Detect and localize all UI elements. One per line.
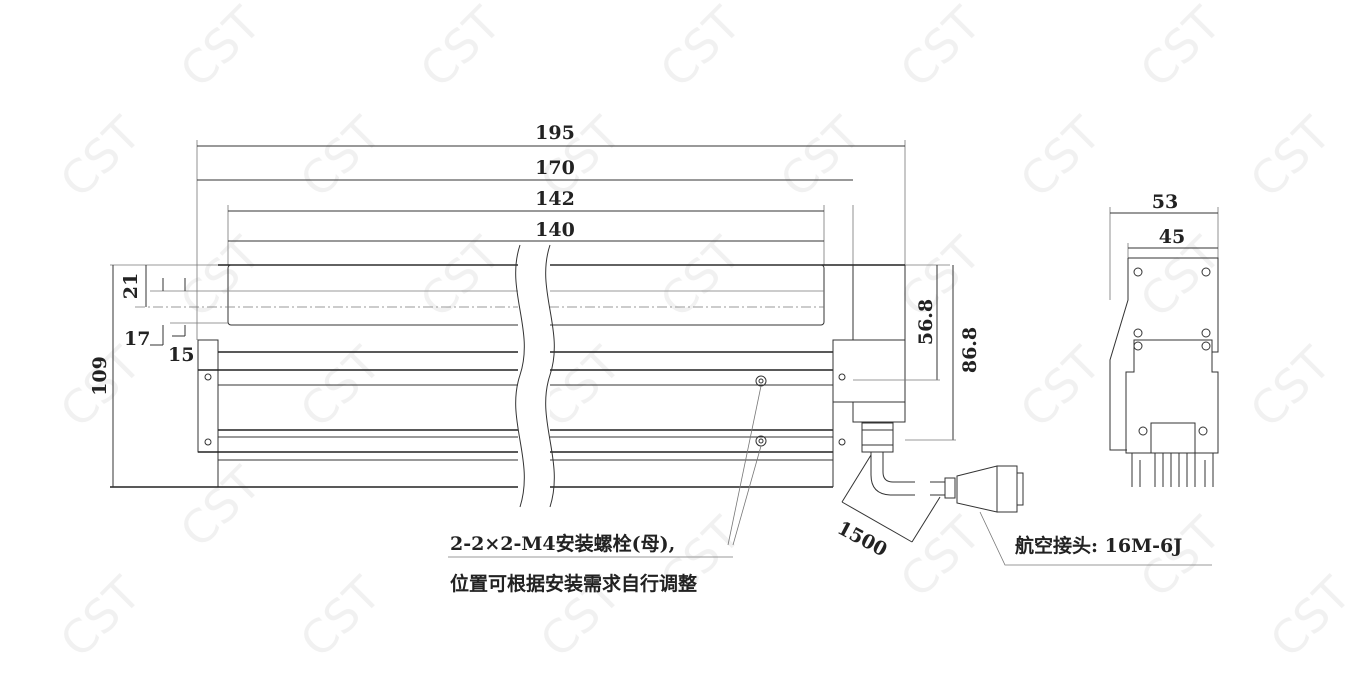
dim-45: 45 xyxy=(1159,226,1185,248)
dim-56-8: 56.8 xyxy=(915,299,937,345)
watermark: CST xyxy=(290,336,392,438)
watermark: CST xyxy=(50,106,152,208)
watermark: CST xyxy=(290,106,392,208)
aviation-plug-icon xyxy=(956,465,998,513)
watermark: CST xyxy=(1010,106,1112,208)
connector-label: 航空接头: 16M-6J xyxy=(1015,534,1182,557)
watermark: CST xyxy=(410,0,512,98)
watermark: CST xyxy=(1010,336,1112,438)
dim-142: 142 xyxy=(535,188,575,210)
break-symbol xyxy=(515,244,555,508)
dim-109: 109 xyxy=(89,356,111,396)
cable-connector: 1500 航空接头: 16M-6J xyxy=(834,422,1212,566)
dim-17: 17 xyxy=(124,328,150,350)
bolt-note-line1: 2-2×2-M4安装螺栓(母), xyxy=(450,532,675,555)
watermark: CST xyxy=(1260,566,1352,668)
watermark: CST xyxy=(170,0,272,98)
dim-140: 140 xyxy=(535,219,575,241)
dim-195: 195 xyxy=(535,122,575,144)
watermark: CST xyxy=(170,456,272,558)
side-view: 53 45 xyxy=(1109,191,1219,487)
dim-170: 170 xyxy=(535,157,575,179)
watermark: CST xyxy=(50,566,152,668)
right-dimensions: 56.8 86.8 xyxy=(853,265,981,441)
dim-21: 21 xyxy=(120,273,142,299)
watermark-layer: CST CST CST CST CST CST CST CST CST CST … xyxy=(50,0,1352,668)
watermark: CST xyxy=(890,0,992,98)
watermark: CST xyxy=(1240,106,1342,208)
dim-86-8: 86.8 xyxy=(959,327,981,373)
watermark: CST xyxy=(1240,336,1342,438)
watermark: CST xyxy=(1130,0,1232,98)
watermark: CST xyxy=(890,506,992,608)
watermark: CST xyxy=(650,0,752,98)
bolt-note: 2-2×2-M4安装螺栓(母), 位置可根据安装需求自行调整 xyxy=(448,385,762,595)
watermark: CST xyxy=(770,106,872,208)
dim-53: 53 xyxy=(1152,191,1178,213)
watermark: CST xyxy=(290,566,392,668)
dim-1500: 1500 xyxy=(834,517,891,561)
bolt-note-line2: 位置可根据安装需求自行调整 xyxy=(450,572,697,595)
left-dimensions: 109 21 17 15 xyxy=(89,265,194,487)
dim-15: 15 xyxy=(168,344,194,366)
